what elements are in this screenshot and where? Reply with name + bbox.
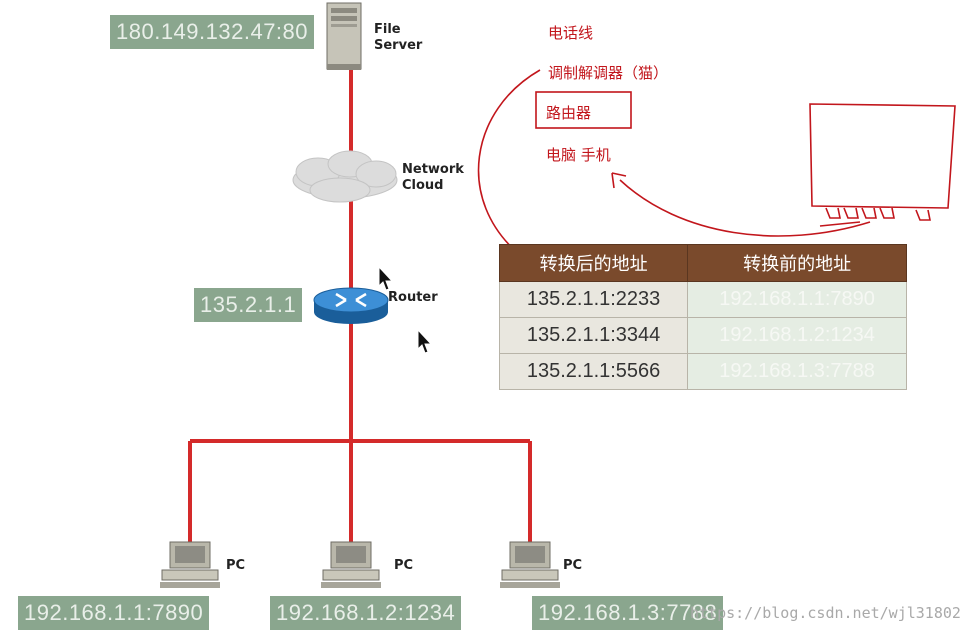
pc3-ip: 192.168.1.3:7788 xyxy=(532,596,724,630)
pc-icon xyxy=(160,541,220,588)
cloud-label-line1: Network xyxy=(402,162,464,177)
nat-cell-before: 192.168.1.2:1234 xyxy=(687,317,907,354)
router-highlight-box xyxy=(535,91,632,129)
sketch-keys xyxy=(825,207,931,221)
nat-cell-after: 135.2.1.1:3344 xyxy=(498,317,689,354)
cloud-label-line2: Cloud xyxy=(402,178,444,193)
note-phone-line: 电话线 xyxy=(548,24,594,42)
note-devices: 电脑 手机 xyxy=(546,146,611,164)
note-modem: 调制解调器（猫） xyxy=(548,64,669,82)
table-row: 135.2.1.1:2233 192.168.1.1:7890 xyxy=(498,281,907,318)
router-icon xyxy=(313,287,389,324)
pc1-ip: 192.168.1.1:7890 xyxy=(18,596,210,630)
pc-icon xyxy=(500,541,560,588)
pc-label: PC xyxy=(226,558,246,573)
router-ip: 135.2.1.1 xyxy=(194,288,303,322)
watermark: https://blog.csdn.net/wjl31802 xyxy=(690,604,961,622)
server-label-line1: File xyxy=(374,22,401,37)
nat-cell-after: 135.2.1.1:5566 xyxy=(498,353,689,390)
cursor-icon xyxy=(378,265,394,291)
table-row: 135.2.1.1:3344 192.168.1.2:1234 xyxy=(498,317,907,354)
nat-header-after: 转换后的地址 xyxy=(498,244,689,282)
cursor-icon xyxy=(417,328,433,354)
nat-table-header-row: 转换后的地址 转换前的地址 xyxy=(498,244,907,282)
arrow-head-icon xyxy=(611,172,627,189)
nat-header-before: 转换前的地址 xyxy=(687,244,907,282)
network-cloud-icon xyxy=(292,150,398,203)
pc-label: PC xyxy=(563,558,583,573)
router-label: Router xyxy=(388,290,438,305)
note-router: 路由器 xyxy=(546,104,592,122)
server-label-line2: Server xyxy=(374,38,423,53)
file-server-icon xyxy=(326,2,362,70)
table-row: 135.2.1.1:5566 192.168.1.3:7788 xyxy=(498,353,907,390)
nat-cell-before: 192.168.1.3:7788 xyxy=(687,353,907,390)
sketch-screen xyxy=(809,103,956,209)
nat-table: 转换后的地址 转换前的地址 135.2.1.1:2233 192.168.1.1… xyxy=(498,244,907,390)
pc-icon xyxy=(321,541,381,588)
nat-cell-after: 135.2.1.1:2233 xyxy=(498,281,689,318)
pc2-ip: 192.168.1.2:1234 xyxy=(270,596,462,630)
nat-cell-before: 192.168.1.1:7890 xyxy=(687,281,907,318)
server-ip: 180.149.132.47:80 xyxy=(110,15,315,49)
sketch-underline xyxy=(819,221,861,227)
pc-label: PC xyxy=(394,558,414,573)
arrow-stroke xyxy=(619,179,871,237)
